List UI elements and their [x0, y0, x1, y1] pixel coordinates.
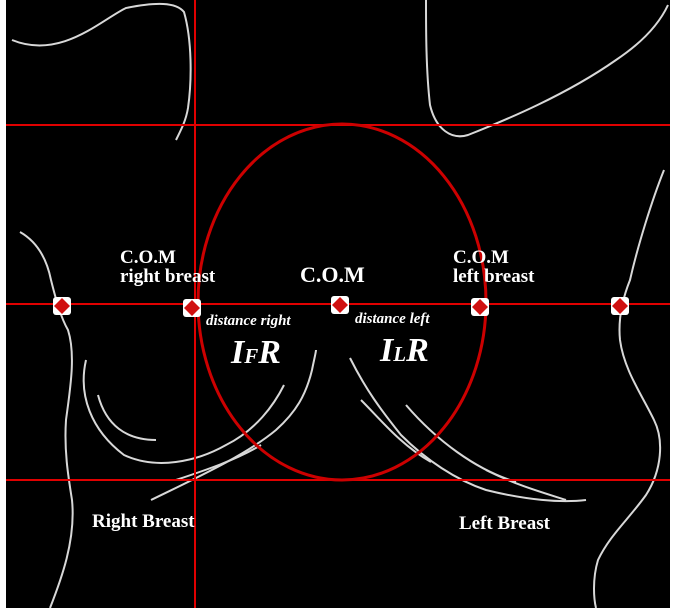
com-left-breast-label: C.O.M left breast	[453, 248, 534, 286]
i-lr-tail: R	[406, 332, 429, 369]
distance-right-label: distance right	[206, 314, 291, 329]
marker-far-right-icon	[53, 297, 71, 315]
com-left-line1: C.O.M	[453, 248, 534, 267]
com-center-label: C.O.M	[300, 264, 365, 286]
i-lr-symbol: ILR	[380, 334, 429, 368]
i-lr-main: I	[380, 332, 393, 369]
i-lr-sub: L	[393, 342, 406, 366]
left-breast-lower	[406, 405, 516, 482]
left-torso-contour	[594, 170, 664, 608]
left-breast-label: Left Breast	[459, 514, 550, 533]
com-markers	[53, 296, 629, 317]
marker-com-right-icon	[183, 299, 201, 317]
right-torso-contour	[20, 232, 73, 608]
com-left-line2: left breast	[453, 267, 534, 286]
i-fr-symbol: IFR	[231, 336, 281, 370]
marker-far-left-icon	[611, 297, 629, 315]
right-breast-label: Right Breast	[92, 512, 195, 531]
right-breast-lower	[151, 350, 316, 500]
neck-left-contour	[12, 4, 191, 140]
marker-com-left-icon	[471, 298, 489, 316]
i-fr-tail: R	[258, 334, 281, 371]
neck-right-contour	[426, 0, 668, 136]
marker-com-center-icon	[331, 296, 349, 314]
i-fr-sub: F	[244, 344, 258, 368]
right-breast-fold-inner	[98, 395, 156, 440]
distance-left-label: distance left	[355, 312, 430, 327]
right-breast-fold-outer	[84, 360, 284, 463]
com-right-breast-label: C.O.M right breast	[120, 248, 215, 286]
i-fr-main: I	[231, 334, 244, 371]
body-outline-canvas: C.O.M right breast C.O.M C.O.M left brea…	[6, 0, 670, 608]
com-right-line2: right breast	[120, 267, 215, 286]
com-right-line1: C.O.M	[120, 248, 215, 267]
